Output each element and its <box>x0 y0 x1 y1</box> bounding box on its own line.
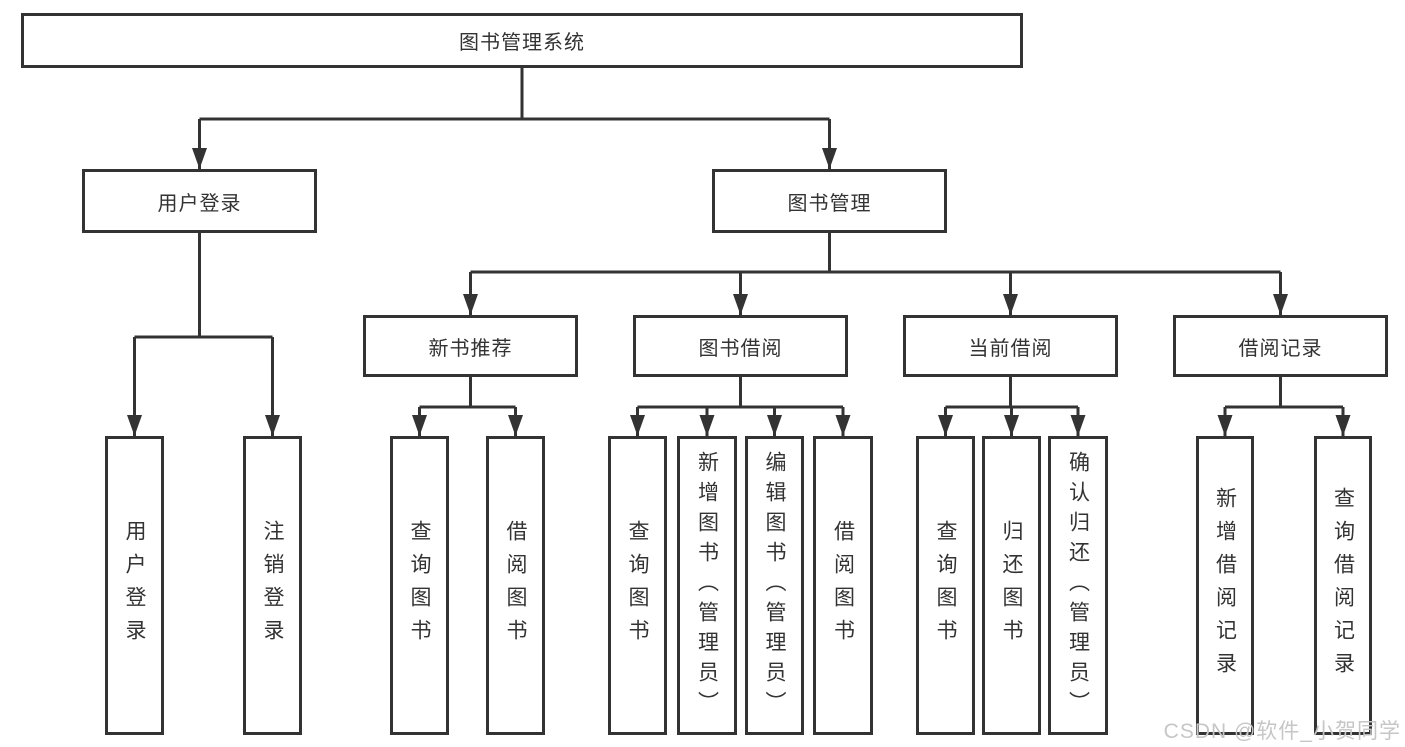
node-label: 图书管理 <box>787 192 872 215</box>
node-label: 借阅记录 <box>1238 337 1323 360</box>
node-borrow-books-borrowing: 借阅图书 <box>813 436 873 735</box>
node-current-borrowing: 当前借阅 <box>903 315 1118 377</box>
node-label: 查询图书 <box>934 519 957 652</box>
node-add-borrow-record: 新增借阅记录 <box>1196 436 1254 735</box>
node-user-login: 用户登录 <box>82 169 317 233</box>
watermark: CSDN @软件_小贺同学 <box>1163 720 1401 743</box>
node-borrow-books-recommend: 借阅图书 <box>486 436 545 735</box>
node-label: 新书推荐 <box>428 337 513 360</box>
node-logout-action: 注销登录 <box>243 436 302 735</box>
node-label: 图书借阅 <box>698 337 783 360</box>
node-confirm-return-admin: 确认归还（管理员） <box>1048 436 1108 735</box>
node-label: 图书管理系统 <box>459 32 585 54</box>
node-label: 当前借阅 <box>968 337 1053 360</box>
node-label: 查询图书 <box>626 519 649 652</box>
node-borrowing-records: 借阅记录 <box>1173 315 1388 377</box>
node-return-books: 归还图书 <box>982 436 1041 735</box>
node-label: 编辑图书（管理员） <box>763 450 786 721</box>
node-label: 用户登录 <box>157 192 242 215</box>
node-user-login-action: 用户登录 <box>105 436 164 735</box>
node-label: 注销登录 <box>261 519 284 652</box>
node-label: 查询图书 <box>408 519 431 652</box>
node-query-books-recommend: 查询图书 <box>390 436 449 735</box>
node-label: 借阅图书 <box>504 519 527 652</box>
node-query-books-current: 查询图书 <box>916 436 975 735</box>
node-label: 用户登录 <box>123 519 146 652</box>
node-label: 新增图书（管理员） <box>695 450 719 721</box>
node-label: 归还图书 <box>1000 519 1023 652</box>
node-library-system: 图书管理系统 <box>21 13 1023 68</box>
node-new-book-recommend: 新书推荐 <box>363 315 578 377</box>
node-add-books-admin: 新增图书（管理员） <box>677 436 737 735</box>
node-label: 新增借阅记录 <box>1213 486 1237 685</box>
node-label: 借阅图书 <box>831 519 855 652</box>
node-book-management: 图书管理 <box>712 169 947 233</box>
node-label: 查询借阅记录 <box>1331 486 1355 685</box>
node-query-books-borrowing: 查询图书 <box>608 436 667 735</box>
node-edit-books-admin: 编辑图书（管理员） <box>745 436 804 735</box>
node-label: 确认归还（管理员） <box>1066 450 1090 721</box>
node-book-borrowing: 图书借阅 <box>633 315 848 377</box>
node-query-borrow-record: 查询借阅记录 <box>1314 436 1372 735</box>
